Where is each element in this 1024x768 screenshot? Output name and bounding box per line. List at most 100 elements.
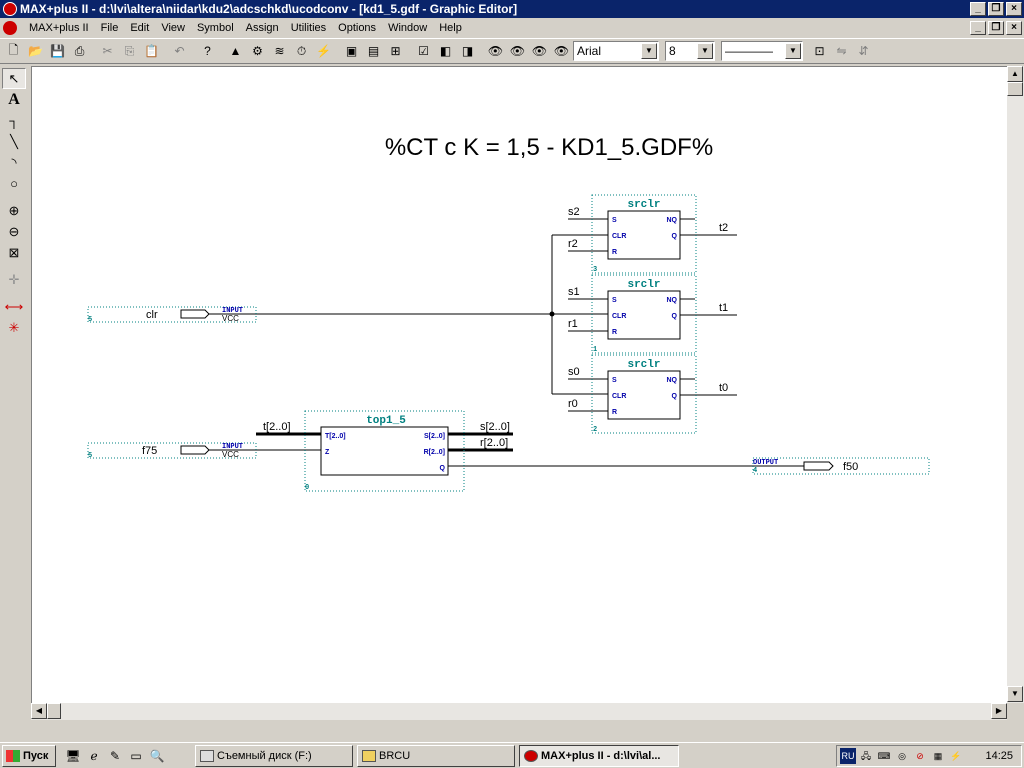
maxplus-app-icon[interactable] — [3, 2, 17, 16]
start-button[interactable]: Пуск — [2, 744, 56, 767]
flip-vertical-icon[interactable]: ⇵ — [858, 44, 869, 58]
arc-tool-icon[interactable]: ◝ — [11, 154, 17, 170]
flip-horizontal-icon[interactable]: ⇋ — [836, 44, 847, 58]
power-icon[interactable]: ⚡ — [950, 751, 962, 761]
chevron-down-icon[interactable]: ▼ — [697, 43, 713, 59]
timing-analyzer-icon[interactable]: ⏱ — [296, 43, 307, 58]
hierarchy-display-icon[interactable]: ⊞ — [390, 44, 401, 58]
restore-button[interactable]: ❐ — [988, 2, 1004, 16]
copy-icon[interactable]: ⎘ — [124, 43, 135, 58]
snap-to-grid-icon[interactable]: ✛ — [8, 271, 20, 287]
simulator-icon[interactable]: ≋ — [274, 44, 285, 58]
port-nq: NQ — [667, 377, 678, 384]
search-icon[interactable]: 🔍 — [149, 748, 165, 763]
compiler-icon[interactable]: ⚙ — [252, 44, 263, 58]
srclr-block-3[interactable]: srclr S CLR R NQ Q 3 — [591, 194, 697, 274]
context-help-icon[interactable]: ? — [204, 44, 211, 58]
fit-in-window-icon[interactable]: ⊠ — [8, 244, 20, 260]
srclr-block-1[interactable]: srclr S CLR R NQ Q 1 — [591, 274, 697, 354]
editor-icon[interactable]: ✎ — [109, 748, 121, 763]
menu-help[interactable]: Help — [439, 22, 462, 34]
keyboard-icon[interactable]: ⌨ — [877, 751, 891, 761]
browser-icon[interactable]: ℯ — [90, 748, 98, 763]
network-icon[interactable]: 🖧 — [860, 751, 872, 761]
scroll-right-icon[interactable]: ▶ — [991, 703, 1007, 719]
find-node-floorplan-icon[interactable]: 👁 — [531, 44, 548, 58]
selection-arrow-icon[interactable]: ↖ — [2, 68, 26, 89]
save-icon[interactable]: 💾 — [50, 44, 65, 58]
cut-icon[interactable]: ✂ — [102, 44, 113, 58]
output-pin-f50[interactable]: f50 OUTPUT 4 — [752, 457, 930, 475]
simulate-icon[interactable]: ◨ — [461, 44, 474, 58]
monitor-icon[interactable]: ▭ — [130, 748, 142, 763]
volume-icon[interactable]: ◎ — [898, 751, 906, 761]
app-tray-icon[interactable]: ▦ — [933, 751, 943, 761]
project-name-icon[interactable]: ▣ — [345, 44, 358, 58]
scroll-left-icon[interactable]: ◀ — [31, 703, 47, 719]
srclr-block-2[interactable]: srclr S CLR R NQ Q 2 — [591, 354, 697, 434]
horizontal-scrollbar[interactable]: ◀ ▶ — [31, 703, 1007, 720]
menu-symbol[interactable]: Symbol — [196, 22, 234, 34]
hierarchy-up-icon[interactable]: ▲ — [229, 44, 242, 58]
diagonal-line-icon[interactable]: ╲ — [10, 133, 18, 149]
compile-icon[interactable]: ◧ — [439, 44, 452, 58]
horizontal-scroll-thumb[interactable] — [47, 703, 61, 719]
desktop-icon[interactable]: 🖥 — [65, 748, 81, 763]
language-indicator[interactable]: RU — [840, 748, 856, 764]
input-f75-default: VCC — [222, 450, 239, 459]
task-maxplus[interactable]: MAX+plus II - d:\lvi\al... — [519, 744, 679, 767]
find-clear-icon[interactable]: 👁 — [553, 44, 570, 58]
antivirus-icon[interactable]: ⊘ — [916, 751, 924, 761]
print-icon[interactable]: ⎙ — [74, 43, 85, 58]
new-file-icon[interactable]: 🗋 — [8, 42, 19, 57]
vertical-scrollbar[interactable]: ▲ ▼ — [1007, 66, 1024, 703]
programmer-icon[interactable]: ⚡ — [316, 44, 331, 58]
open-folder-icon[interactable]: 📂 — [28, 44, 43, 58]
output-f50-name: f50 — [843, 461, 858, 473]
close-button[interactable]: × — [1006, 2, 1022, 16]
font-size-select[interactable]: 8 ▼ — [665, 41, 715, 61]
doc-restore-button[interactable]: ❐ — [988, 21, 1004, 35]
find-node-icon[interactable]: 👁 — [487, 44, 504, 58]
text-tool-icon[interactable]: A — [8, 90, 20, 108]
paste-icon[interactable]: 📋 — [144, 44, 159, 58]
menu-utilities[interactable]: Utilities — [290, 22, 327, 34]
task-brcu[interactable]: BRCU — [357, 744, 515, 767]
document-icon[interactable] — [3, 21, 17, 35]
menu-options[interactable]: Options — [338, 22, 377, 34]
project-current-icon[interactable]: ▤ — [367, 44, 380, 58]
input-pin-f75[interactable]: f75 INPUT VCC 5 — [87, 442, 257, 460]
port-r: R — [612, 249, 617, 256]
zoom-in-icon[interactable]: ⊕ — [8, 202, 20, 218]
doc-close-button[interactable]: × — [1006, 21, 1022, 35]
top1-5-block[interactable]: top1_5 T[2..0] Z S[2..0] R[2..0] Q 0 — [304, 410, 465, 492]
connect-icon[interactable]: ⟷ — [4, 298, 24, 314]
chevron-down-icon[interactable]: ▼ — [785, 43, 801, 59]
vertical-scroll-thumb[interactable] — [1007, 82, 1023, 96]
floorplan-icon[interactable]: ☑ — [418, 44, 429, 58]
scroll-down-icon[interactable]: ▼ — [1007, 686, 1023, 702]
zoom-out-icon[interactable]: ⊖ — [8, 223, 20, 239]
menu-view[interactable]: View — [161, 22, 185, 34]
disconnect-icon[interactable]: ✳ — [8, 319, 20, 335]
task-removable-disk[interactable]: Съемный диск (F:) — [195, 744, 353, 767]
orthogonal-line-icon[interactable]: ┐ — [9, 113, 19, 128]
rubberband-icon[interactable]: ⊡ — [814, 44, 825, 58]
line-style-select[interactable]: ———— ▼ — [721, 41, 803, 61]
menu-assign[interactable]: Assign — [245, 22, 279, 34]
input-pin-clr[interactable]: clr INPUT VCC 5 — [87, 306, 257, 324]
chevron-down-icon[interactable]: ▼ — [641, 43, 657, 59]
schematic-canvas[interactable]: %CT c K = 1,5 - KD1_5.GDF% — [31, 66, 1007, 703]
find-node-design-icon[interactable]: 👁 — [509, 44, 526, 58]
scroll-up-icon[interactable]: ▲ — [1007, 66, 1023, 82]
menu-app[interactable]: MAX+plus II — [29, 22, 89, 34]
circle-tool-icon[interactable]: ○ — [10, 176, 18, 191]
font-name-select[interactable]: Arial ▼ — [573, 41, 659, 61]
menu-window[interactable]: Window — [388, 22, 428, 34]
menu-edit[interactable]: Edit — [130, 22, 150, 34]
menu-file[interactable]: File — [100, 22, 119, 34]
doc-minimize-button[interactable]: _ — [970, 21, 986, 35]
label-t2: t2 — [719, 222, 728, 234]
minimize-button[interactable]: _ — [970, 2, 986, 16]
undo-icon[interactable]: ↶ — [174, 44, 185, 58]
